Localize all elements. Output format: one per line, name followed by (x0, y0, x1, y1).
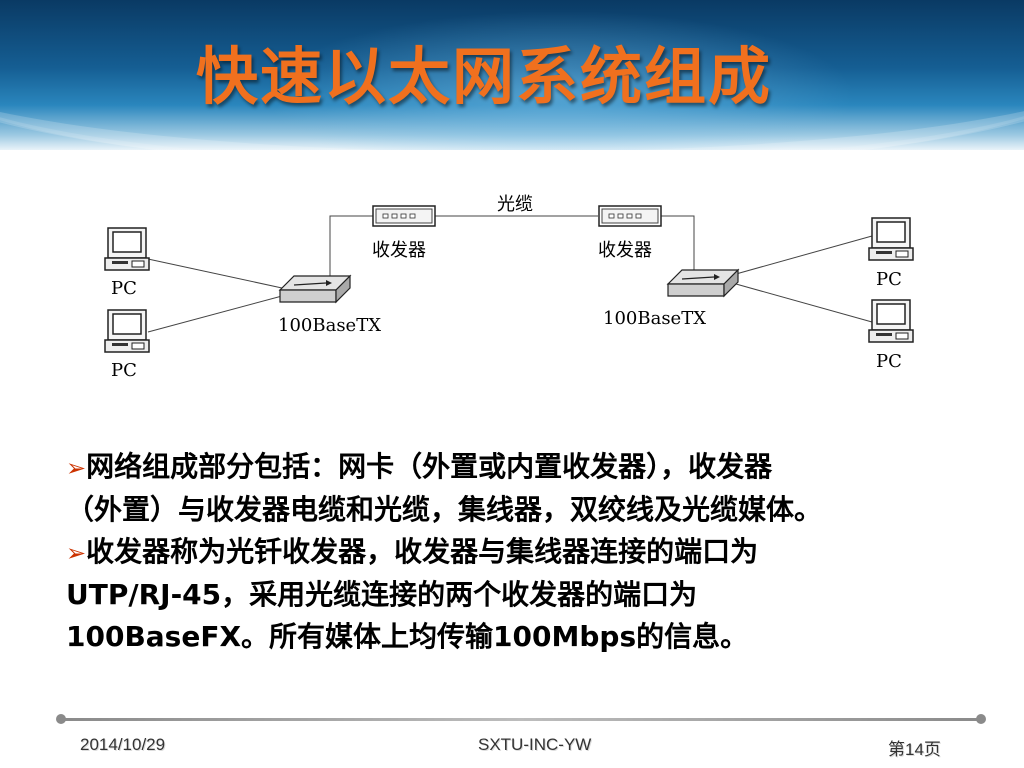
bullet-text-line: 网络组成部分包括：网卡（外置或内置收发器），收发器 (86, 450, 773, 483)
bullet-text-line: 收发器称为光钎收发器，收发器与集线器连接的端口为 (86, 535, 759, 568)
transceiver-right-label: 收发器 (598, 240, 652, 261)
bullet-item: ➢网络组成部分包括：网卡（外置或内置收发器），收发器 （外置）与收发器电缆和光缆… (66, 446, 966, 531)
bullet-text-line: （外置）与收发器电缆和光缆，集线器，双绞线及光缆媒体。 (66, 493, 823, 526)
pc-icon-left-top (104, 227, 150, 271)
pc-icon-left-bottom (104, 309, 150, 353)
pc-icon-right-bottom (868, 299, 914, 343)
pc-label-right-bottom: PC (876, 351, 902, 372)
bullet-list: ➢网络组成部分包括：网卡（外置或内置收发器），收发器 （外置）与收发器电缆和光缆… (66, 446, 966, 658)
fiber-cable-label: 光缆 (497, 194, 533, 215)
hub-right-label: 100BaseTX (603, 308, 707, 329)
bullet-text-line: UTP/RJ-45，采用光缆连接的两个收发器的端口为 (66, 578, 698, 611)
pc-label-left-top: PC (111, 278, 137, 299)
bullet-arrow-icon: ➢ (66, 454, 87, 482)
title-banner: 快速以太网系统组成 (0, 0, 1024, 150)
pc-label-right-top: PC (876, 269, 902, 290)
transceiver-icon-left (372, 205, 436, 227)
slide-title: 快速以太网系统组成 (196, 40, 773, 113)
footer-line-end-dot (976, 714, 986, 724)
transceiver-left-label: 收发器 (372, 240, 426, 261)
footer-date: 2014/10/29 (80, 735, 166, 754)
hub-icon-left (279, 275, 351, 303)
network-diagram-canvas (104, 205, 914, 353)
footer-divider (60, 718, 982, 721)
bullet-item: ➢收发器称为光钎收发器，收发器与集线器连接的端口为 UTP/RJ-45，采用光缆… (66, 531, 966, 658)
bullet-arrow-icon: ➢ (66, 539, 87, 567)
network-diagram: 光缆 收发器 收发器 100BaseTX 100BaseTX PC PC PC … (0, 150, 1024, 410)
pc-label-left-bottom: PC (111, 360, 137, 381)
transceiver-icon-right (598, 205, 662, 227)
hub-left-label: 100BaseTX (278, 315, 382, 336)
bullet-text-line: 100BaseFX。所有媒体上均传输100Mbps的信息。 (66, 620, 749, 653)
footer-organization: SXTU-INC-YW (478, 735, 592, 754)
hub-icon-right (667, 269, 739, 297)
pc-icon-right-top (868, 217, 914, 261)
footer-page-number: 第14页 (888, 740, 941, 759)
connection-lines (147, 215, 873, 333)
